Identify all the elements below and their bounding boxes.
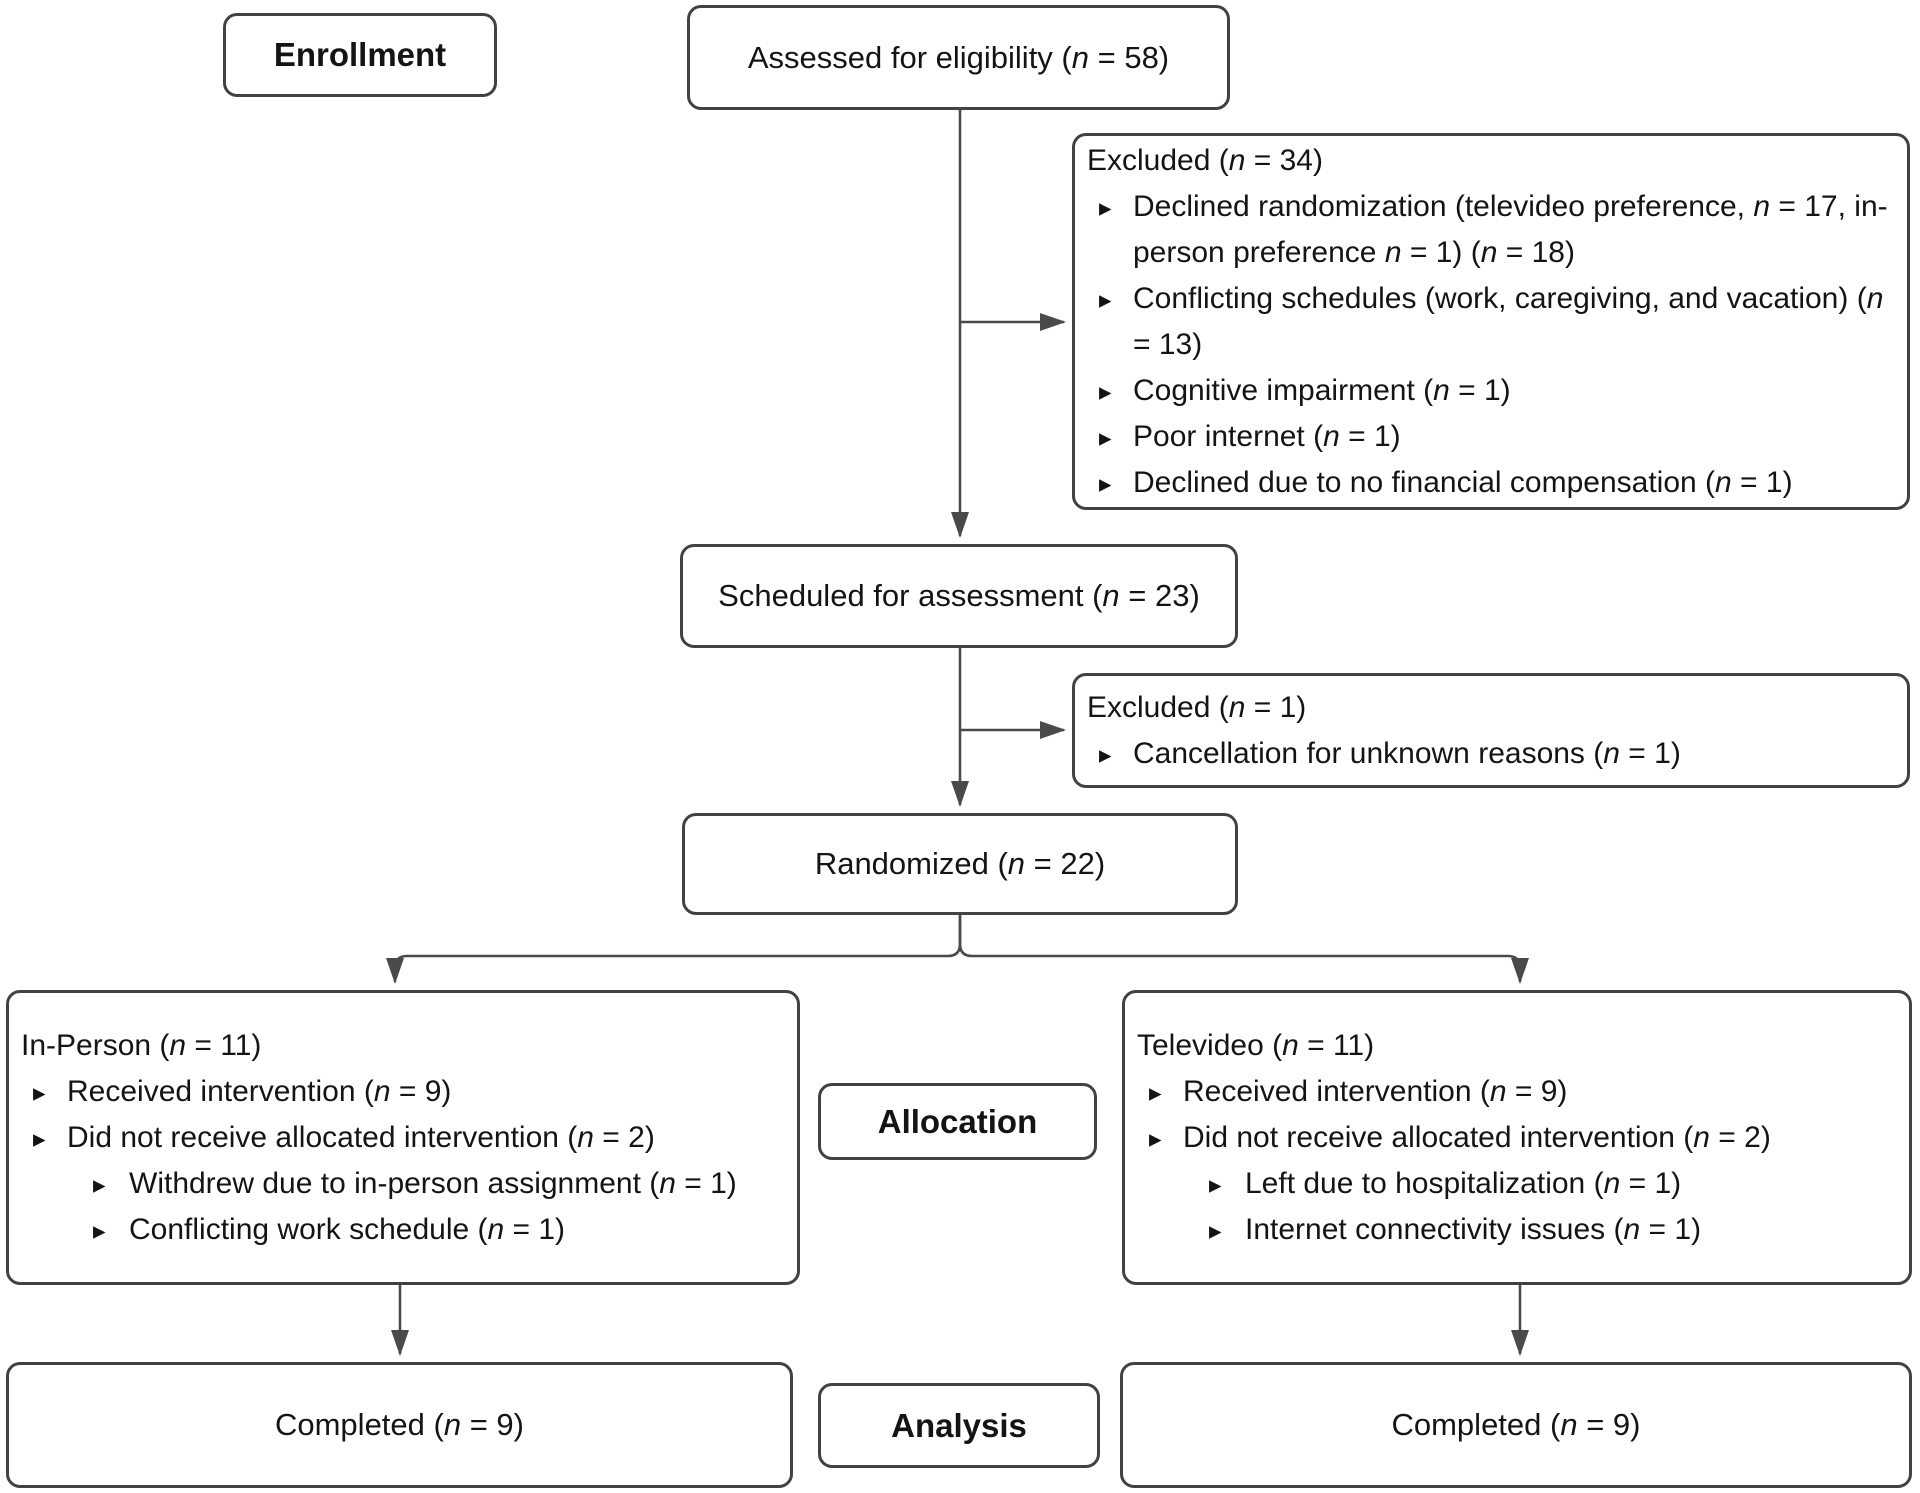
list-item: ▸ Received intervention (n = 9) [21,1069,785,1115]
bullet-icon: ▸ [1099,740,1112,769]
excluded-assessment-box: Excluded (n = 1) ▸ Cancellation for unkno… [1072,673,1910,788]
assessed-text: Assessed for eligibility (n = 58) [747,39,1170,75]
list-item-text: Cognitive impairment (n = 1) [1133,373,1511,407]
in-person-title: In-Person (n = 11) [21,1028,262,1062]
excluded-assessment-title: Excluded (n = 1) [1087,690,1307,724]
analysis-stage-label: Analysis [818,1383,1100,1468]
sub-list-item: ▸ Withdrew due to in-person assignment (n… [83,1161,769,1207]
scheduled-text: Scheduled for assessment (n = 23) [718,578,1200,613]
bullet-icon: ▸ [33,1078,46,1107]
completed-in-person-box: Completed (n = 9) [6,1362,793,1488]
televideo-title: Televideo (n = 11) [1137,1028,1375,1062]
arrow-randomized-to-televideo [958,915,1529,984]
sub-list-item-text: Left due to hospitalization (n = 1) [1245,1166,1682,1200]
completed-televideo-text: Completed (n = 9) [1391,1407,1641,1442]
list-item-text: Conflicting schedules (work, caregiving,… [1133,281,1884,361]
enrollment-stage-label: Enrollment [223,13,497,97]
list-item: ▸ Cancellation for unknown reasons (n = 1… [1087,731,1895,777]
scheduled-for-assessment-box: Scheduled for assessment (n = 23) [680,544,1238,648]
list-item-text: Declined due to no financial compensatio… [1133,465,1793,499]
randomized-box: Randomized (n = 22) [682,813,1238,915]
enrollment-stage-text: Enrollment [273,36,447,73]
sub-list-item: ▸ Internet connectivity issues (n = 1) [1199,1207,1897,1253]
bullet-icon: ▸ [1149,1078,1162,1107]
televideo-allocation-box: Televideo (n = 11) ▸ Received interventio… [1122,990,1912,1285]
list-item-text: Declined randomization (televideo prefer… [1133,189,1888,269]
list-item: ▸ Did not receive allocated intervention … [21,1115,785,1161]
list-item: ▸ Conflicting schedules (work, caregiving… [1087,276,1895,368]
bullet-icon: ▸ [93,1216,106,1245]
list-item: ▸ Received intervention (n = 9) [1137,1069,1897,1115]
sub-list-item-text: Conflicting work schedule (n = 1) [129,1212,566,1246]
bullet-icon: ▸ [93,1170,106,1199]
bullet-icon: ▸ [1149,1124,1162,1153]
bullet-icon: ▸ [1209,1216,1222,1245]
analysis-stage-text: Analysis [891,1406,1027,1444]
assessed-for-eligibility-box: Assessed for eligibility (n = 58) [687,5,1230,110]
list-item-text: Received intervention (n = 9) [67,1074,452,1108]
list-item: ▸ Did not receive allocated intervention … [1137,1115,1897,1161]
excluded-enrollment-box: Excluded (n = 34) ▸ Declined randomizatio… [1072,133,1910,510]
list-item: ▸ Declined due to no financial compensati… [1087,460,1895,506]
excluded-enrollment-title: Excluded (n = 34) [1087,143,1323,177]
list-item: ▸ Cognitive impairment (n = 1) [1087,368,1895,414]
bullet-icon: ▸ [33,1124,46,1153]
list-item: ▸ Poor internet (n = 1) [1087,414,1895,460]
bullet-icon: ▸ [1099,469,1112,498]
list-item-text: Received intervention (n = 9) [1183,1074,1568,1108]
sub-list-item-text: Internet connectivity issues (n = 1) [1245,1212,1702,1246]
list-item-text: Poor internet (n = 1) [1133,419,1401,453]
allocation-stage-text: Allocation [877,1102,1038,1140]
completed-televideo-box: Completed (n = 9) [1120,1362,1912,1488]
sub-list-item: ▸ Conflicting work schedule (n = 1) [83,1207,769,1253]
sub-list-item-text: Withdrew due to in-person assignment (n … [129,1166,737,1200]
bullet-icon: ▸ [1209,1170,1222,1199]
bullet-icon: ▸ [1099,377,1112,406]
allocation-stage-label: Allocation [818,1083,1097,1160]
arrow-randomized-to-inperson [386,915,962,984]
sub-list-item: ▸ Left due to hospitalization (n = 1) [1199,1161,1897,1207]
bullet-icon: ▸ [1099,285,1112,314]
list-item-text: Did not receive allocated intervention (… [1183,1120,1771,1154]
bullet-icon: ▸ [1099,423,1112,452]
bullet-icon: ▸ [1099,193,1112,222]
list-item-text: Did not receive allocated intervention (… [67,1120,655,1154]
completed-in-person-text: Completed (n = 9) [274,1407,524,1442]
list-item-text: Cancellation for unknown reasons (n = 1) [1133,736,1681,770]
in-person-allocation-box: In-Person (n = 11) ▸ Received interventio… [6,990,800,1285]
randomized-text: Randomized (n = 22) [814,846,1106,881]
list-item: ▸ Declined randomization (televideo prefe… [1087,184,1895,276]
